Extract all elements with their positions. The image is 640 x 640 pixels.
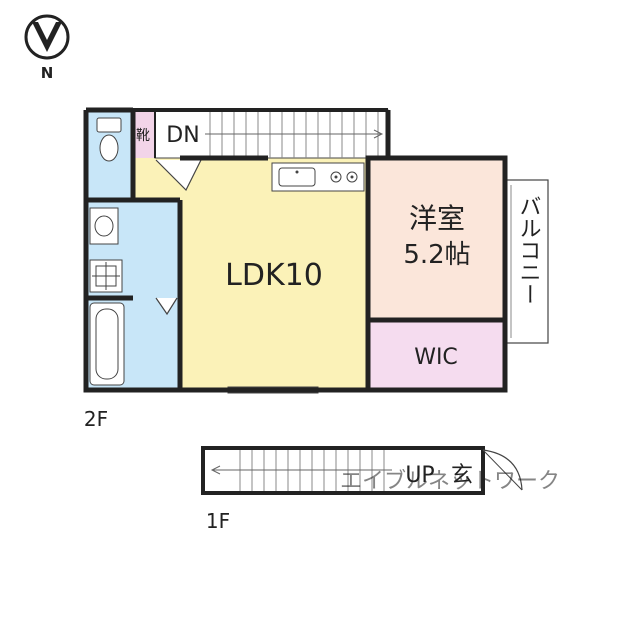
stairs-arrow-icon [373, 129, 384, 139]
kitchen-counter [271, 162, 365, 192]
shoe-storage [133, 110, 155, 158]
stove-icon [330, 171, 358, 183]
ldk-label: LDK10 [225, 258, 323, 293]
balcony-label: バルコニー [516, 195, 541, 305]
wic-room [368, 320, 505, 390]
compass: N [24, 14, 70, 82]
wash-basin-icon [89, 207, 119, 245]
compass-label: N [41, 64, 54, 82]
stairs-down [154, 109, 389, 159]
stairs-up-arrow-icon [210, 465, 221, 475]
floor-label-2f: 2F [84, 407, 108, 431]
walls-2f [83, 107, 508, 393]
floor-label-1f: 1F [206, 509, 230, 533]
bathtub-icon [89, 302, 125, 386]
ldk-room [180, 158, 368, 390]
entrance-door-swing [482, 449, 523, 491]
compass-north-arrow-icon [32, 22, 62, 52]
stairs-up-1f [201, 446, 523, 495]
western-room [368, 158, 505, 320]
stairs-up-label: UP [405, 463, 434, 488]
balcony [505, 179, 549, 344]
watermark: エイブルネットワーク [340, 469, 560, 494]
stairs-down-label: DN [166, 123, 199, 148]
western-room-label-line1: 洋室 [409, 202, 465, 235]
toilet-icon [96, 117, 122, 162]
entrance-label: 玄 [451, 463, 473, 488]
wic-label: WIC [414, 345, 458, 370]
shoe-storage-label: 靴 [136, 128, 150, 144]
washing-machine-icon [89, 259, 123, 293]
sink-icon [278, 167, 316, 187]
western-room-label-line2: 5.2帖 [403, 240, 470, 270]
